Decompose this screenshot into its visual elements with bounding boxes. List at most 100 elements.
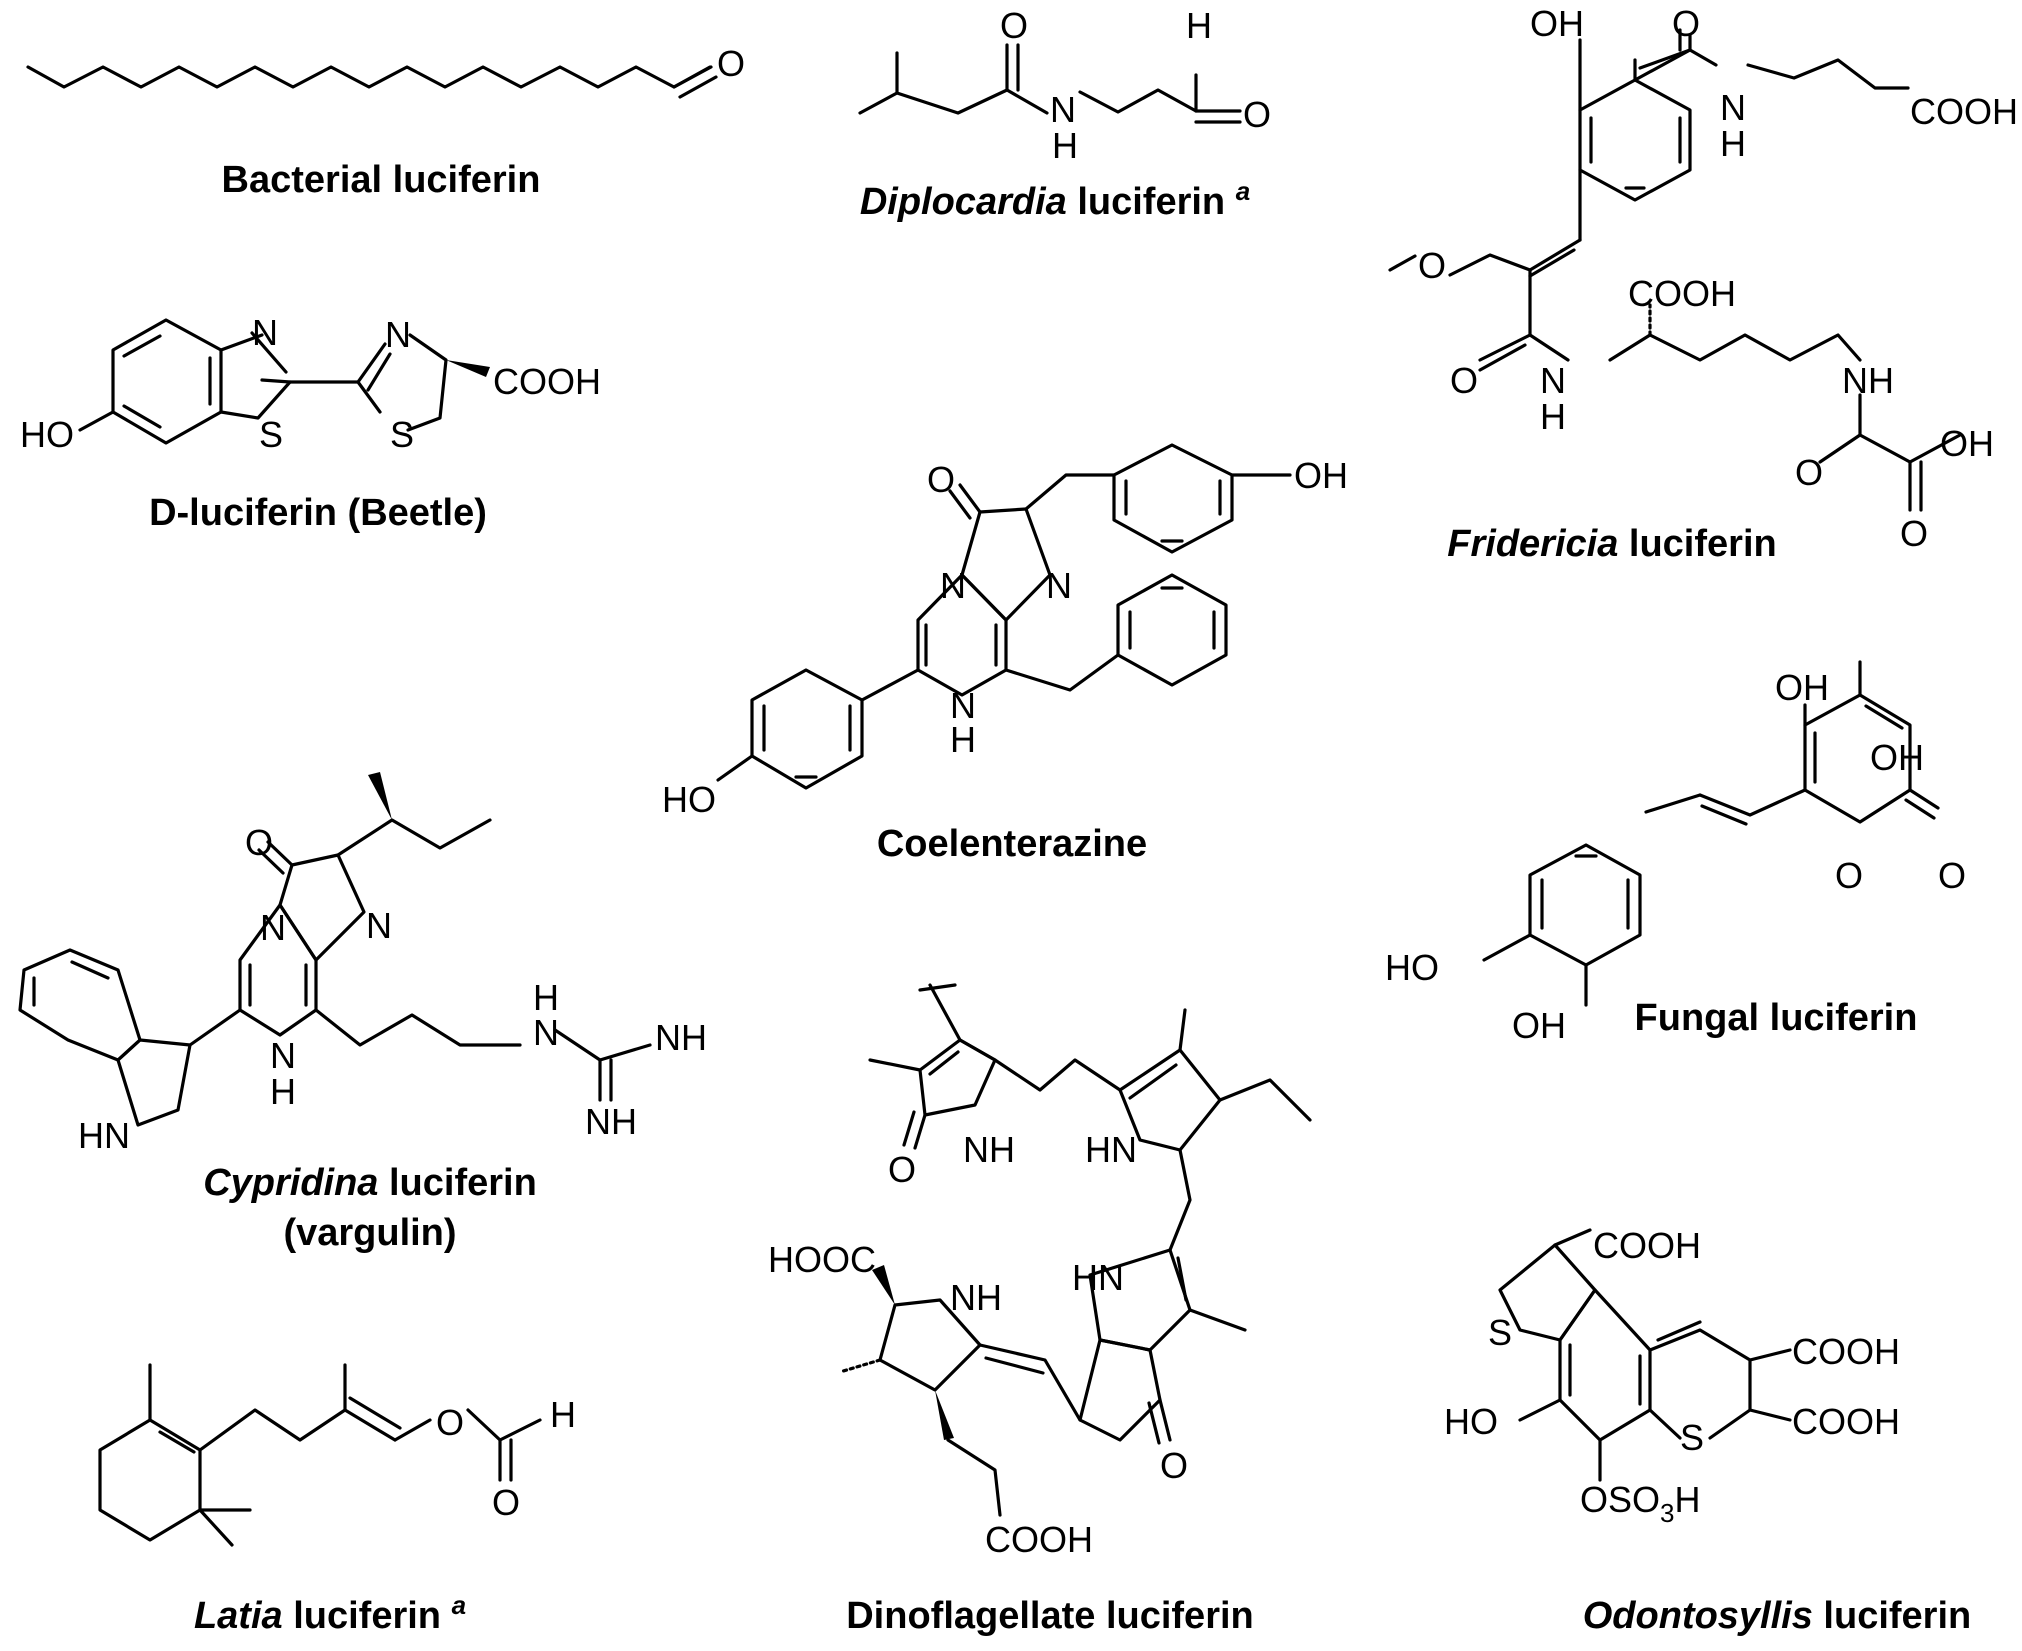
- bond-vinyl-double: [918, 983, 957, 992]
- bond-enol-double: [348, 1396, 402, 1430]
- bond-formate: [393, 1418, 432, 1442]
- caption-fridericia-luciferin: Fridericia luciferin: [1447, 523, 1776, 565]
- atom-label-N: N: [940, 565, 966, 606]
- atom-label-NH: NH: [950, 1277, 1002, 1318]
- atom-label-COOH: COOH: [1910, 91, 2018, 132]
- atom-label-COOH: COOH: [1628, 273, 1736, 314]
- bond-ho: [78, 410, 115, 432]
- atom-label-NH: NH: [655, 1017, 707, 1058]
- caption-fungal-luciferin: Fungal luciferin: [1635, 997, 1918, 1039]
- bond-benzene-ring: [1578, 78, 1692, 202]
- atom-label-O: O: [1418, 245, 1446, 286]
- atom-label-N: N: [950, 685, 976, 726]
- bond-aromatic-inner: [1864, 704, 1904, 730]
- bond-methyl: [198, 1508, 234, 1547]
- molecule-coelenterazine: O OH N N N H HO Coelenterazine: [662, 443, 1348, 865]
- bond-lysine-chain: [1528, 333, 1570, 362]
- atom-label-COOH: COOH: [493, 361, 601, 402]
- molecule-d-luciferin: N N COOH S S HO D-luciferin (Beetle): [20, 312, 601, 534]
- atom-label-COOH: COOH: [1792, 1331, 1900, 1372]
- bond-thiazoline: [356, 342, 387, 384]
- bond-aromatic-inner: [122, 334, 162, 358]
- bond-amide-chain: [1638, 48, 1718, 70]
- molecule-latia-luciferin: O H O Latia luciferin a: [98, 1363, 576, 1637]
- bond-ring-d: [878, 1298, 982, 1392]
- bond-ring-a-double: [928, 1050, 960, 1076]
- atom-label-COOH: COOH: [1792, 1401, 1900, 1442]
- bond-carbonyl: [266, 840, 294, 867]
- atom-label-NH: NH: [1842, 360, 1894, 401]
- atom-label-O: O: [927, 459, 955, 500]
- bond-ketone: [1147, 1401, 1161, 1445]
- bond-carbonyl: [1904, 798, 1936, 820]
- atom-label-HO: HO: [1385, 947, 1439, 988]
- bond-wedge-cooh: [446, 360, 490, 377]
- bond-hashed-methyl: [838, 1358, 882, 1374]
- bond-ho: [1518, 1398, 1562, 1422]
- atom-label-N: N: [270, 1035, 296, 1076]
- bond-thiazole: [250, 331, 288, 374]
- atom-label-H: H: [950, 719, 976, 760]
- atom-label-N: N: [533, 1012, 559, 1053]
- bond-aromatic-inner: [122, 404, 162, 429]
- atom-label-OH: OH: [1775, 667, 1829, 708]
- atom-label-OSO3H: OSO3H: [1580, 1479, 1700, 1528]
- bond-lysine-chain: [1608, 333, 1862, 362]
- bond-benzyl: [1004, 653, 1120, 692]
- caption-latia-luciferin: Latia luciferin a: [194, 1590, 466, 1637]
- atom-label-O: O: [1672, 3, 1700, 44]
- bond-thiopyran: [1648, 1408, 1682, 1440]
- atom-label-OH: OH: [1530, 3, 1584, 44]
- atom-label-O: O: [436, 1402, 464, 1443]
- atom-label-O: O: [1938, 855, 1966, 896]
- bond-chain: [1078, 73, 1198, 114]
- bond-ring-double: [158, 1430, 196, 1454]
- bond-aryl: [1644, 793, 1702, 814]
- atom-label-OH: OH: [1294, 455, 1348, 496]
- bond-pyrazine: [238, 903, 318, 1037]
- atom-label-NH: NH: [963, 1129, 1015, 1170]
- caption-dinoflagellate-luciferin: Dinoflagellate luciferin: [846, 1595, 1254, 1637]
- bond-benzene-ring: [1116, 573, 1228, 687]
- atom-label-H: H: [1186, 5, 1212, 46]
- caption-bacterial-luciferin: Bacterial luciferin: [222, 159, 541, 201]
- atom-label-NH: NH: [585, 1101, 637, 1142]
- atom-label-O: O: [492, 1482, 520, 1523]
- bond-cyclohexene-ring: [98, 1418, 202, 1542]
- bond-benzene-ring: [1528, 843, 1642, 967]
- atom-label-HN: HN: [1085, 1129, 1137, 1170]
- bond-propyl-chain: [314, 1008, 522, 1047]
- bond-amide: [1478, 343, 1527, 372]
- bond-carbonyl: [948, 489, 972, 520]
- atom-label-H: H: [1052, 125, 1078, 166]
- bond-cooh: [1748, 1348, 1792, 1362]
- atom-label-HN: HN: [1072, 1257, 1124, 1298]
- bond-cyclopentanone: [1078, 1338, 1162, 1442]
- molecule-bacterial-luciferin: O Bacterial luciferin: [26, 43, 745, 201]
- caption-d-luciferin: D-luciferin (Beetle): [149, 492, 487, 534]
- atom-label-S: S: [259, 414, 283, 455]
- bond-ring-c-double: [1176, 1256, 1188, 1302]
- caption-cypridina-line2: (vargulin): [283, 1212, 456, 1254]
- bond-phenol-ring: [750, 668, 864, 790]
- atom-label-N: N: [385, 314, 411, 355]
- bond-vinyl: [1528, 248, 1576, 278]
- bond-lactam: [913, 1113, 927, 1150]
- bond-meso-bridge: [993, 1058, 1122, 1092]
- atom-label-HO: HO: [20, 414, 74, 455]
- atom-label-O: O: [1795, 452, 1823, 493]
- atom-label-OH: OH: [1940, 423, 1994, 464]
- bond-ketone: [1158, 1398, 1172, 1442]
- bond-alkyl-chain: [26, 65, 712, 89]
- molecule-dinoflagellate-luciferin: NH HN O HOOC NH HN O COOH Dinoflagellate…: [768, 983, 1312, 1637]
- bond-aromatic-inner: [70, 960, 110, 980]
- atom-label-N: N: [366, 905, 392, 946]
- molecule-diplocardia-luciferin: O N H H O Diplocardia luciferin a: [858, 5, 1271, 223]
- bond-oh: [1482, 933, 1532, 962]
- caption-cypridina-luciferin: Cypridina luciferin: [203, 1162, 537, 1204]
- atom-label-O: O: [1000, 5, 1028, 46]
- bond-guanidine: [553, 1028, 602, 1062]
- bond-exocyclic-double: [984, 1356, 1045, 1375]
- molecule-cypridina-luciferin: O N N H N NH N H NH HN Cypridina lucifer…: [18, 772, 707, 1254]
- bond-methoxy: [1448, 253, 1532, 277]
